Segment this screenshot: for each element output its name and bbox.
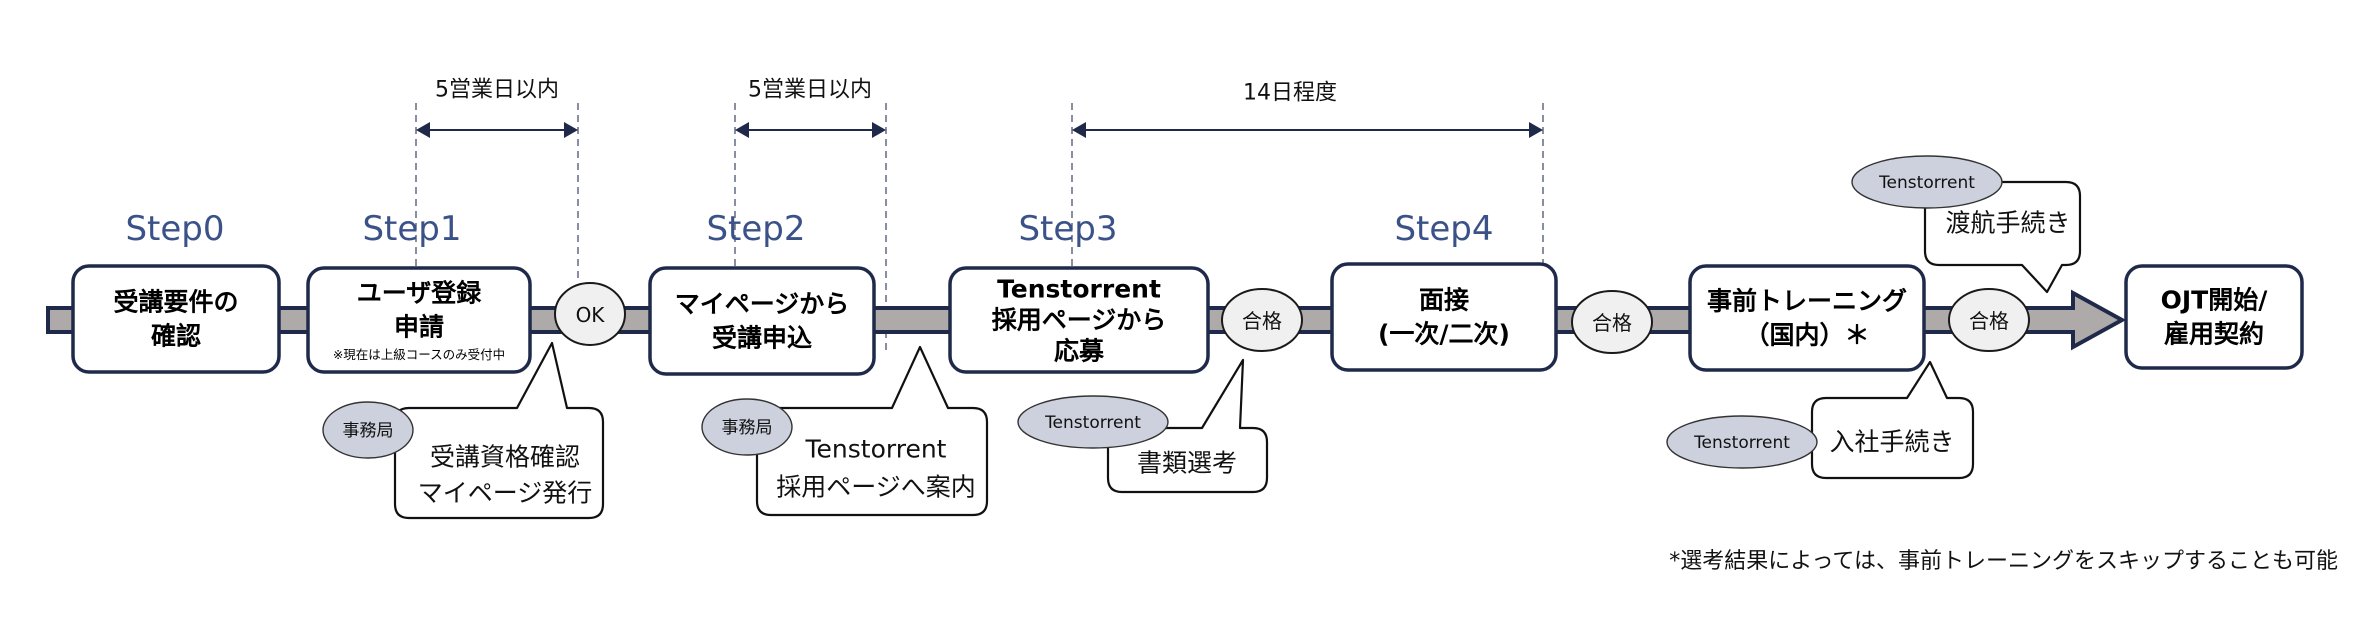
duration-markers: 5営業日以内 5営業日以内 14日程度: [416, 78, 1543, 138]
step-text: 雇用契約: [2164, 320, 2264, 349]
actor-badge: [322, 401, 414, 459]
step-text: 面接: [1419, 286, 1469, 315]
step-text: ユーザ登録: [357, 279, 483, 308]
actor-label: Tenstorrent: [1693, 433, 1790, 453]
step-box: [1330, 262, 1558, 372]
callout-text: 入社手続き: [1829, 428, 1954, 457]
gate-ellipse: [1221, 288, 1303, 352]
gate-markers: OK 合格 合格 合格: [554, 282, 2030, 354]
gate-label: OK: [576, 303, 606, 327]
gate-ellipse: [554, 282, 626, 346]
callout-text: Tenstorrent: [805, 435, 947, 464]
actor-label: 事務局: [343, 421, 394, 441]
callout-guide: Tenstorrent 採用ページへ案内 事務局: [701, 345, 989, 517]
gate-pass-2: 合格: [1571, 290, 1653, 354]
actor-badge: [1851, 155, 2003, 209]
callout-text: 書類選考: [1137, 449, 1237, 478]
arrowhead-left-icon: [735, 122, 749, 138]
step-box: [1688, 264, 1926, 372]
duration-2: 5営業日以内: [735, 78, 886, 138]
step-box: [2124, 264, 2304, 370]
step-box: [948, 266, 1210, 374]
step-box: [71, 264, 281, 374]
actor-badge: [701, 398, 793, 456]
step-text: 採用ページから: [992, 306, 1167, 335]
arrowhead-right-icon: [1529, 122, 1543, 138]
step-ojt: OJT開始/雇用契約: [2124, 264, 2304, 370]
gate-ellipse: [1948, 288, 2030, 352]
step-pre-training: 事前トレーニング （国内）＊: [1688, 264, 1926, 372]
callout-text: マイページ発行: [418, 479, 593, 508]
footnote: *選考結果によっては、事前トレーニングをスキップすることも可能: [1669, 549, 2338, 574]
duration-label: 5営業日以内: [748, 78, 872, 103]
gate-ellipse: [1571, 290, 1653, 354]
step-note: ※現在は上級コースのみ受付中: [333, 347, 505, 362]
duration-1: 5営業日以内: [416, 78, 578, 138]
arrowhead-right-icon: [564, 122, 578, 138]
callout-text: 採用ページへ案内: [776, 473, 976, 502]
step-text: 受講要件の: [113, 288, 238, 317]
actor-label: 事務局: [722, 418, 773, 438]
callout-travel: 渡航手続き Tenstorrent: [1851, 155, 2082, 294]
gate-label: 合格: [1592, 311, 1632, 335]
step-step4: Step4 面接 (一次/二次): [1330, 209, 1558, 372]
gate-pass-1: 合格: [1221, 288, 1303, 352]
arrowhead-left-icon: [416, 122, 430, 138]
arrowhead-left-icon: [1072, 122, 1086, 138]
gate-label: 合格: [1242, 309, 1282, 333]
callout-screening: 書類選考 Tenstorrent: [1017, 358, 1269, 494]
callout-onboarding: 入社手続き Tenstorrent: [1666, 360, 1975, 480]
callout-text: 受講資格確認: [430, 443, 580, 472]
gate-label: 合格: [1969, 309, 2009, 333]
step-text: Tenstorrent: [997, 275, 1161, 304]
actor-label: Tenstorrent: [1044, 413, 1141, 433]
step-box: [648, 266, 876, 376]
step-boxes: Step0受講要件の確認Step1ユーザ登録申請※現在は上級コースのみ受付中St…: [71, 209, 2304, 376]
step-text: 申請: [394, 313, 444, 342]
step-text: 事前トレーニング: [1707, 287, 1907, 316]
step-text: （国内）＊: [1744, 321, 1869, 350]
step-text: 確認: [151, 322, 201, 351]
step-text: OJT開始/: [2161, 286, 2269, 315]
step-label: Step1: [362, 209, 461, 249]
step-text: 受講申込: [712, 324, 812, 353]
gate-ok: OK: [554, 282, 626, 346]
gate-pass-3: 合格: [1948, 288, 2030, 352]
callouts: 受講資格確認マイページ発行事務局Tenstorrent採用ページへ案内事務局書類…: [322, 155, 2082, 520]
actor-label: Tenstorrent: [1878, 173, 1975, 193]
duration-label: 14日程度: [1243, 81, 1337, 106]
speech-bubble: [1810, 360, 1975, 480]
step-text: (一次/二次): [1378, 320, 1510, 349]
step-label: Step4: [1394, 209, 1493, 249]
step-box: [306, 266, 532, 374]
step-label: Step0: [125, 209, 224, 249]
actor-badge: [1017, 395, 1169, 449]
step-label: Step3: [1018, 209, 1117, 249]
duration-3: 14日程度: [1072, 81, 1543, 138]
step-label: Step2: [706, 209, 805, 249]
step-text: 応募: [1054, 337, 1105, 366]
callout-text: 渡航手続き: [1945, 209, 2070, 238]
step-text: マイページから: [675, 290, 850, 319]
actor-badge: [1666, 415, 1818, 469]
duration-label: 5営業日以内: [435, 78, 559, 103]
arrowhead-right-icon: [872, 122, 886, 138]
